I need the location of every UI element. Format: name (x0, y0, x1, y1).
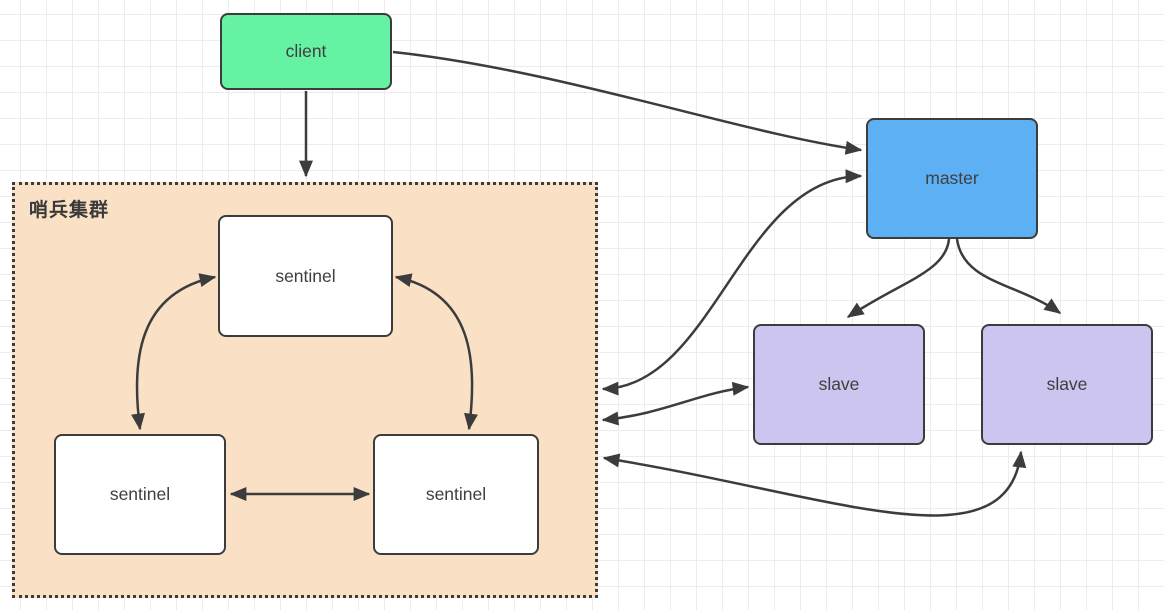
edge-cluster-slave-right-bidi (602, 450, 1027, 517)
node-sentinel-left-label: sentinel (109, 484, 171, 504)
node-sentinel-top-label: sentinel (275, 265, 336, 286)
node-sentinel-top[interactable]: sentinel (218, 215, 393, 337)
edge-master-to-slave-left (846, 238, 951, 319)
node-slave-right[interactable]: slave (981, 324, 1153, 445)
node-slave-left-label: slave (818, 374, 860, 394)
node-master-label: master (925, 168, 979, 188)
edge-cluster-slave-left-bidi (601, 381, 750, 426)
node-sentinel-left[interactable]: sentinel (54, 434, 226, 555)
node-sentinel-right-label: sentinel (425, 484, 487, 504)
node-slave-left[interactable]: slave (753, 324, 925, 445)
node-slave-right-label: slave (1046, 374, 1088, 394)
node-client-label: client (285, 41, 327, 61)
node-sentinel-right[interactable]: sentinel (373, 434, 539, 555)
edge-master-to-slave-right (955, 238, 1062, 315)
sentinel-cluster-label: 哨兵集群 (29, 200, 110, 221)
node-client[interactable]: client (220, 13, 392, 90)
edge-client-to-master (392, 50, 863, 155)
node-master[interactable]: master (866, 118, 1038, 239)
